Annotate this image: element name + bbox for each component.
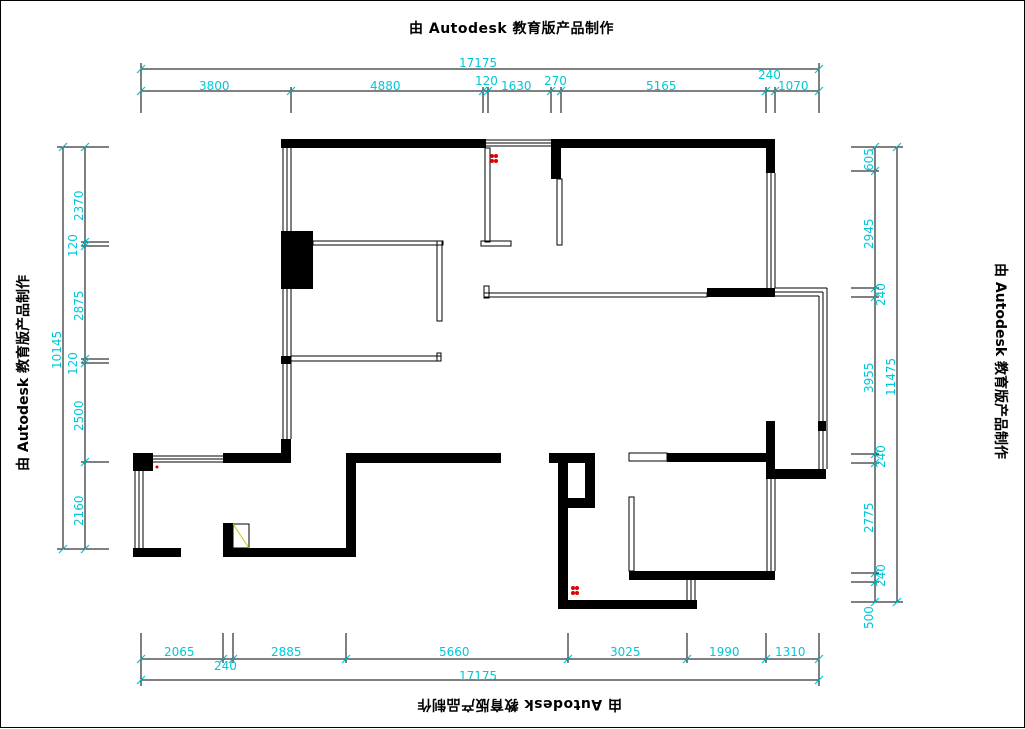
wall-bottom-left-stub [223, 523, 233, 557]
dim-right-total: 11475 [884, 358, 898, 396]
wall-bottom-left [223, 548, 356, 557]
dim-top-seg-2: 120 [475, 74, 498, 88]
dim-right-seg-5: 2775 [862, 502, 876, 533]
fixture-marker-top [490, 154, 494, 158]
dim-bottom-total: 17175 [459, 669, 497, 683]
wall-right-room-top [667, 453, 775, 462]
fixture-marker-bottom [571, 586, 575, 590]
dim-top-seg-1: 4880 [370, 79, 401, 93]
watermark-top: 由 Autodesk 教育版产品制作 [409, 21, 615, 37]
wall-left-step [223, 453, 291, 463]
dim-left-total: 10145 [50, 331, 64, 369]
dim-left-seg-2: 2875 [72, 290, 86, 321]
dim-bottom-seg-2: 2885 [271, 645, 302, 659]
dim-top-seg-4: 270 [544, 74, 567, 88]
dim-left-seg-3: 120 [66, 352, 80, 375]
wall-bottom-mid-v [346, 453, 356, 557]
dim-right-seg-1: 2945 [862, 218, 876, 249]
wall-right-lower-left [558, 453, 568, 609]
dim-bottom-seg-1: 240 [214, 659, 237, 673]
dimension-top [140, 63, 820, 113]
wall-right-column [766, 421, 775, 479]
wall-right-lower-inner-h [568, 498, 595, 508]
wall-right-room-bottom [629, 571, 775, 580]
wall-right-lower-top [549, 453, 595, 463]
fixture-marker-left [155, 465, 159, 469]
dim-bottom-seg-3: 5660 [439, 645, 470, 659]
wall-right-notch [766, 469, 826, 479]
walls [133, 139, 826, 609]
dim-right-seg-2: 240 [874, 283, 888, 306]
dim-top-seg-6: 240 [758, 68, 781, 82]
dim-top-seg-3: 1630 [501, 79, 532, 93]
dim-left-seg-1: 120 [66, 234, 80, 257]
wall-top-right-corner [766, 139, 775, 173]
wall-right-lower-inner [585, 453, 595, 508]
dim-right-seg-7: 500 [862, 606, 876, 629]
wall-right-mid [707, 288, 775, 297]
dim-top-seg-5: 5165 [646, 79, 677, 93]
thin-walls [134, 139, 828, 600]
wall-stub-left-mid [281, 356, 291, 364]
dim-right-seg-4: 240 [874, 445, 888, 468]
wall-top-right-stub [551, 139, 561, 179]
wall-top-left [281, 139, 486, 148]
dim-left-seg-4: 2500 [72, 400, 86, 431]
wall-right-lower-bottom [558, 600, 697, 609]
dim-bottom-seg-5: 1990 [709, 645, 740, 659]
wall-far-left-corner [133, 453, 153, 471]
fixtures [155, 154, 579, 595]
dim-left-seg-0: 2370 [72, 190, 86, 221]
dim-bottom-seg-0: 2065 [164, 645, 195, 659]
dim-right-seg-0: 605 [862, 148, 876, 171]
dim-bottom-seg-4: 3025 [610, 645, 641, 659]
dim-top-seg-7: 1070 [778, 79, 809, 93]
dim-bottom-seg-6: 1310 [775, 645, 806, 659]
dim-left-seg-5: 2160 [72, 495, 86, 526]
wall-left-lower [281, 439, 291, 463]
dim-top-total: 17175 [459, 56, 497, 70]
dim-right-seg-6: 240 [874, 564, 888, 587]
dim-right-seg-3: 3955 [862, 362, 876, 393]
wall-column-left [281, 231, 313, 289]
wall-far-left-bottom [133, 548, 181, 557]
wall-top-right [551, 139, 775, 148]
wall-right-stub [818, 421, 826, 431]
wall-bottom-mid-h [346, 453, 501, 463]
dim-top-seg-0: 3800 [199, 79, 230, 93]
